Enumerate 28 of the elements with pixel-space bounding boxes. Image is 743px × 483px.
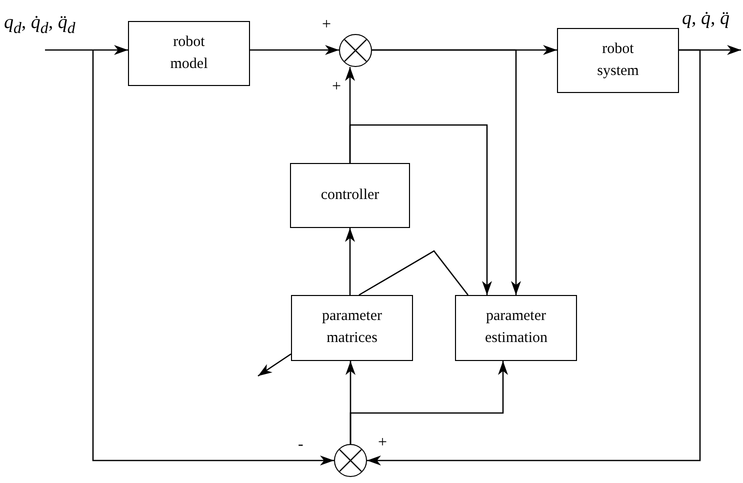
arrow bbox=[258, 353, 292, 377]
sign-label: + bbox=[332, 78, 342, 96]
block-box bbox=[455, 295, 577, 361]
block-label: controller bbox=[320, 186, 380, 205]
arrow bbox=[250, 45, 339, 55]
arrow bbox=[92, 50, 334, 466]
arrow bbox=[372, 49, 521, 295]
arrow bbox=[45, 45, 128, 55]
summing-junction bbox=[339, 34, 372, 67]
block-box bbox=[291, 295, 413, 361]
arrow bbox=[367, 49, 701, 466]
block-label: robot model bbox=[169, 32, 209, 74]
arrow bbox=[350, 361, 508, 444]
arrow bbox=[349, 124, 492, 295]
block-label: parameter matrices bbox=[321, 307, 383, 348]
block-label: robot system bbox=[596, 40, 640, 80]
sign-label: + bbox=[322, 16, 332, 34]
block-box bbox=[128, 21, 250, 86]
connector-line bbox=[358, 250, 469, 296]
signal-label: q, q̇, q̈ bbox=[682, 8, 730, 30]
block-box bbox=[290, 163, 410, 228]
block-label: parameter estimation bbox=[485, 307, 547, 348]
summing-junction bbox=[334, 444, 367, 477]
sign-label: + bbox=[378, 434, 388, 452]
arrow bbox=[345, 228, 355, 295]
sign-label: - bbox=[298, 436, 304, 454]
block-box bbox=[557, 28, 679, 93]
signal-label: q$_{d}$, q̇$_{d}$, q̈$_{d}$ bbox=[4, 12, 76, 38]
